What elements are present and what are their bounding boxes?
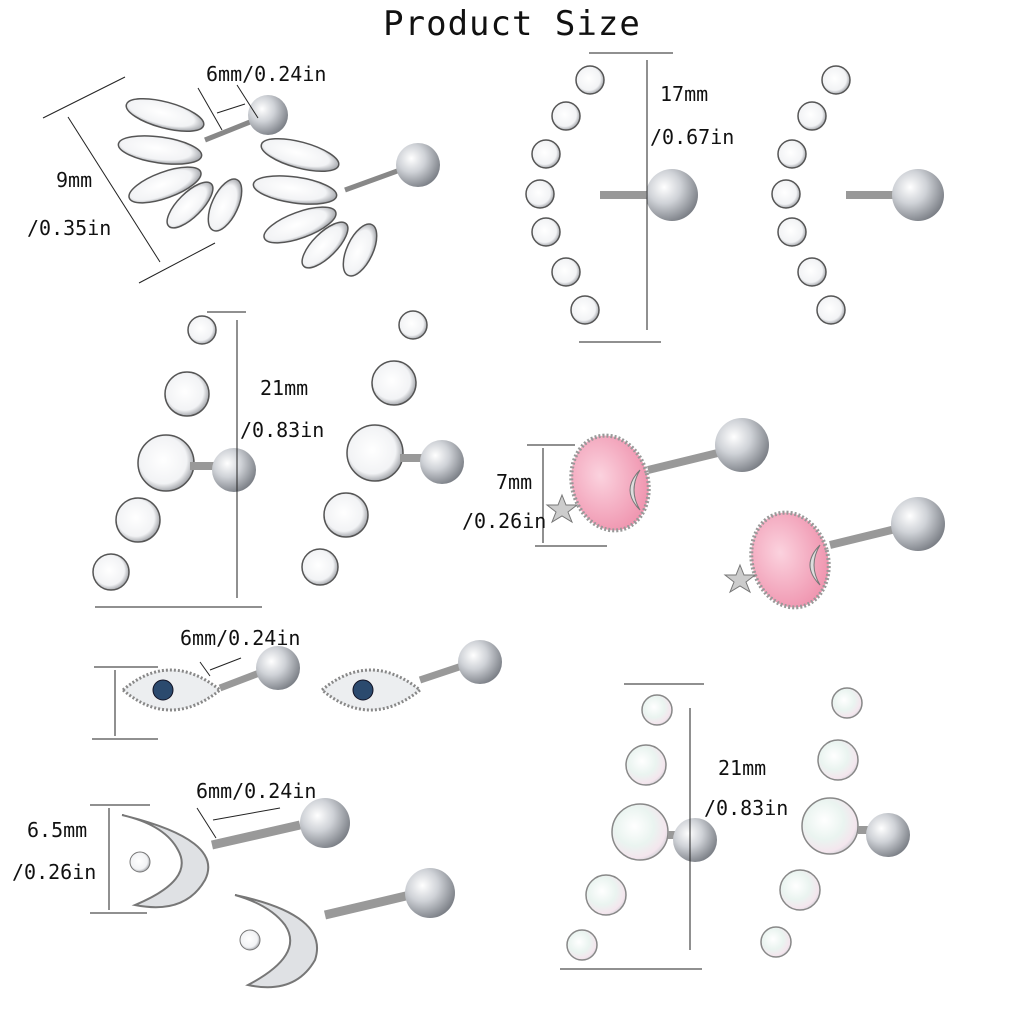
dimension-lines-2	[579, 52, 673, 343]
product-opal-climber	[566, 687, 910, 961]
dimension-label-1-bar: 6mm/0.24in	[206, 62, 327, 86]
dimension-lines-4	[527, 444, 607, 547]
dimension-label-1-length-in: /0.35in	[27, 216, 112, 240]
dimension-lines-1	[42, 76, 259, 284]
dimension-label-3-in: /0.83in	[240, 418, 325, 442]
dimension-lines-3	[95, 311, 262, 608]
dimension-lines-6	[90, 804, 281, 914]
dimension-label-6-bar: 6mm/0.24in	[196, 779, 317, 803]
dimension-lines-7	[560, 683, 704, 970]
dimension-label-6-mm: 6.5mm	[27, 818, 88, 842]
dimension-mm: 9mm	[56, 168, 93, 192]
dimension-label-1-length: 9mm	[56, 170, 92, 191]
dimension-label-6-in: /0.26in	[12, 860, 97, 884]
product-pink-heart	[545, 418, 945, 610]
product-marquise-leaf	[117, 95, 440, 277]
dimension-label-3-mm: 21mm	[260, 376, 309, 400]
dimension-label-2-mm: 17mm	[660, 82, 709, 106]
dimension-label-7-mm: 21mm	[718, 756, 767, 780]
dimension-lines-5	[92, 657, 242, 740]
product-evil-eye	[120, 640, 502, 712]
dimension-label-4-mm: 7mm	[496, 470, 533, 494]
dimension-label-2-in: /0.67in	[650, 125, 735, 149]
product-seven-cz-climber	[525, 65, 944, 325]
product-five-cz-climber	[92, 310, 464, 591]
page-title: Product Size	[383, 4, 641, 44]
dimension-label-7-in: /0.83in	[704, 796, 789, 820]
dimension-label-4-in: /0.26in	[462, 509, 547, 533]
product-crescent-moon	[121, 798, 455, 989]
dimension-label-5-bar: 6mm/0.24in	[180, 626, 301, 650]
